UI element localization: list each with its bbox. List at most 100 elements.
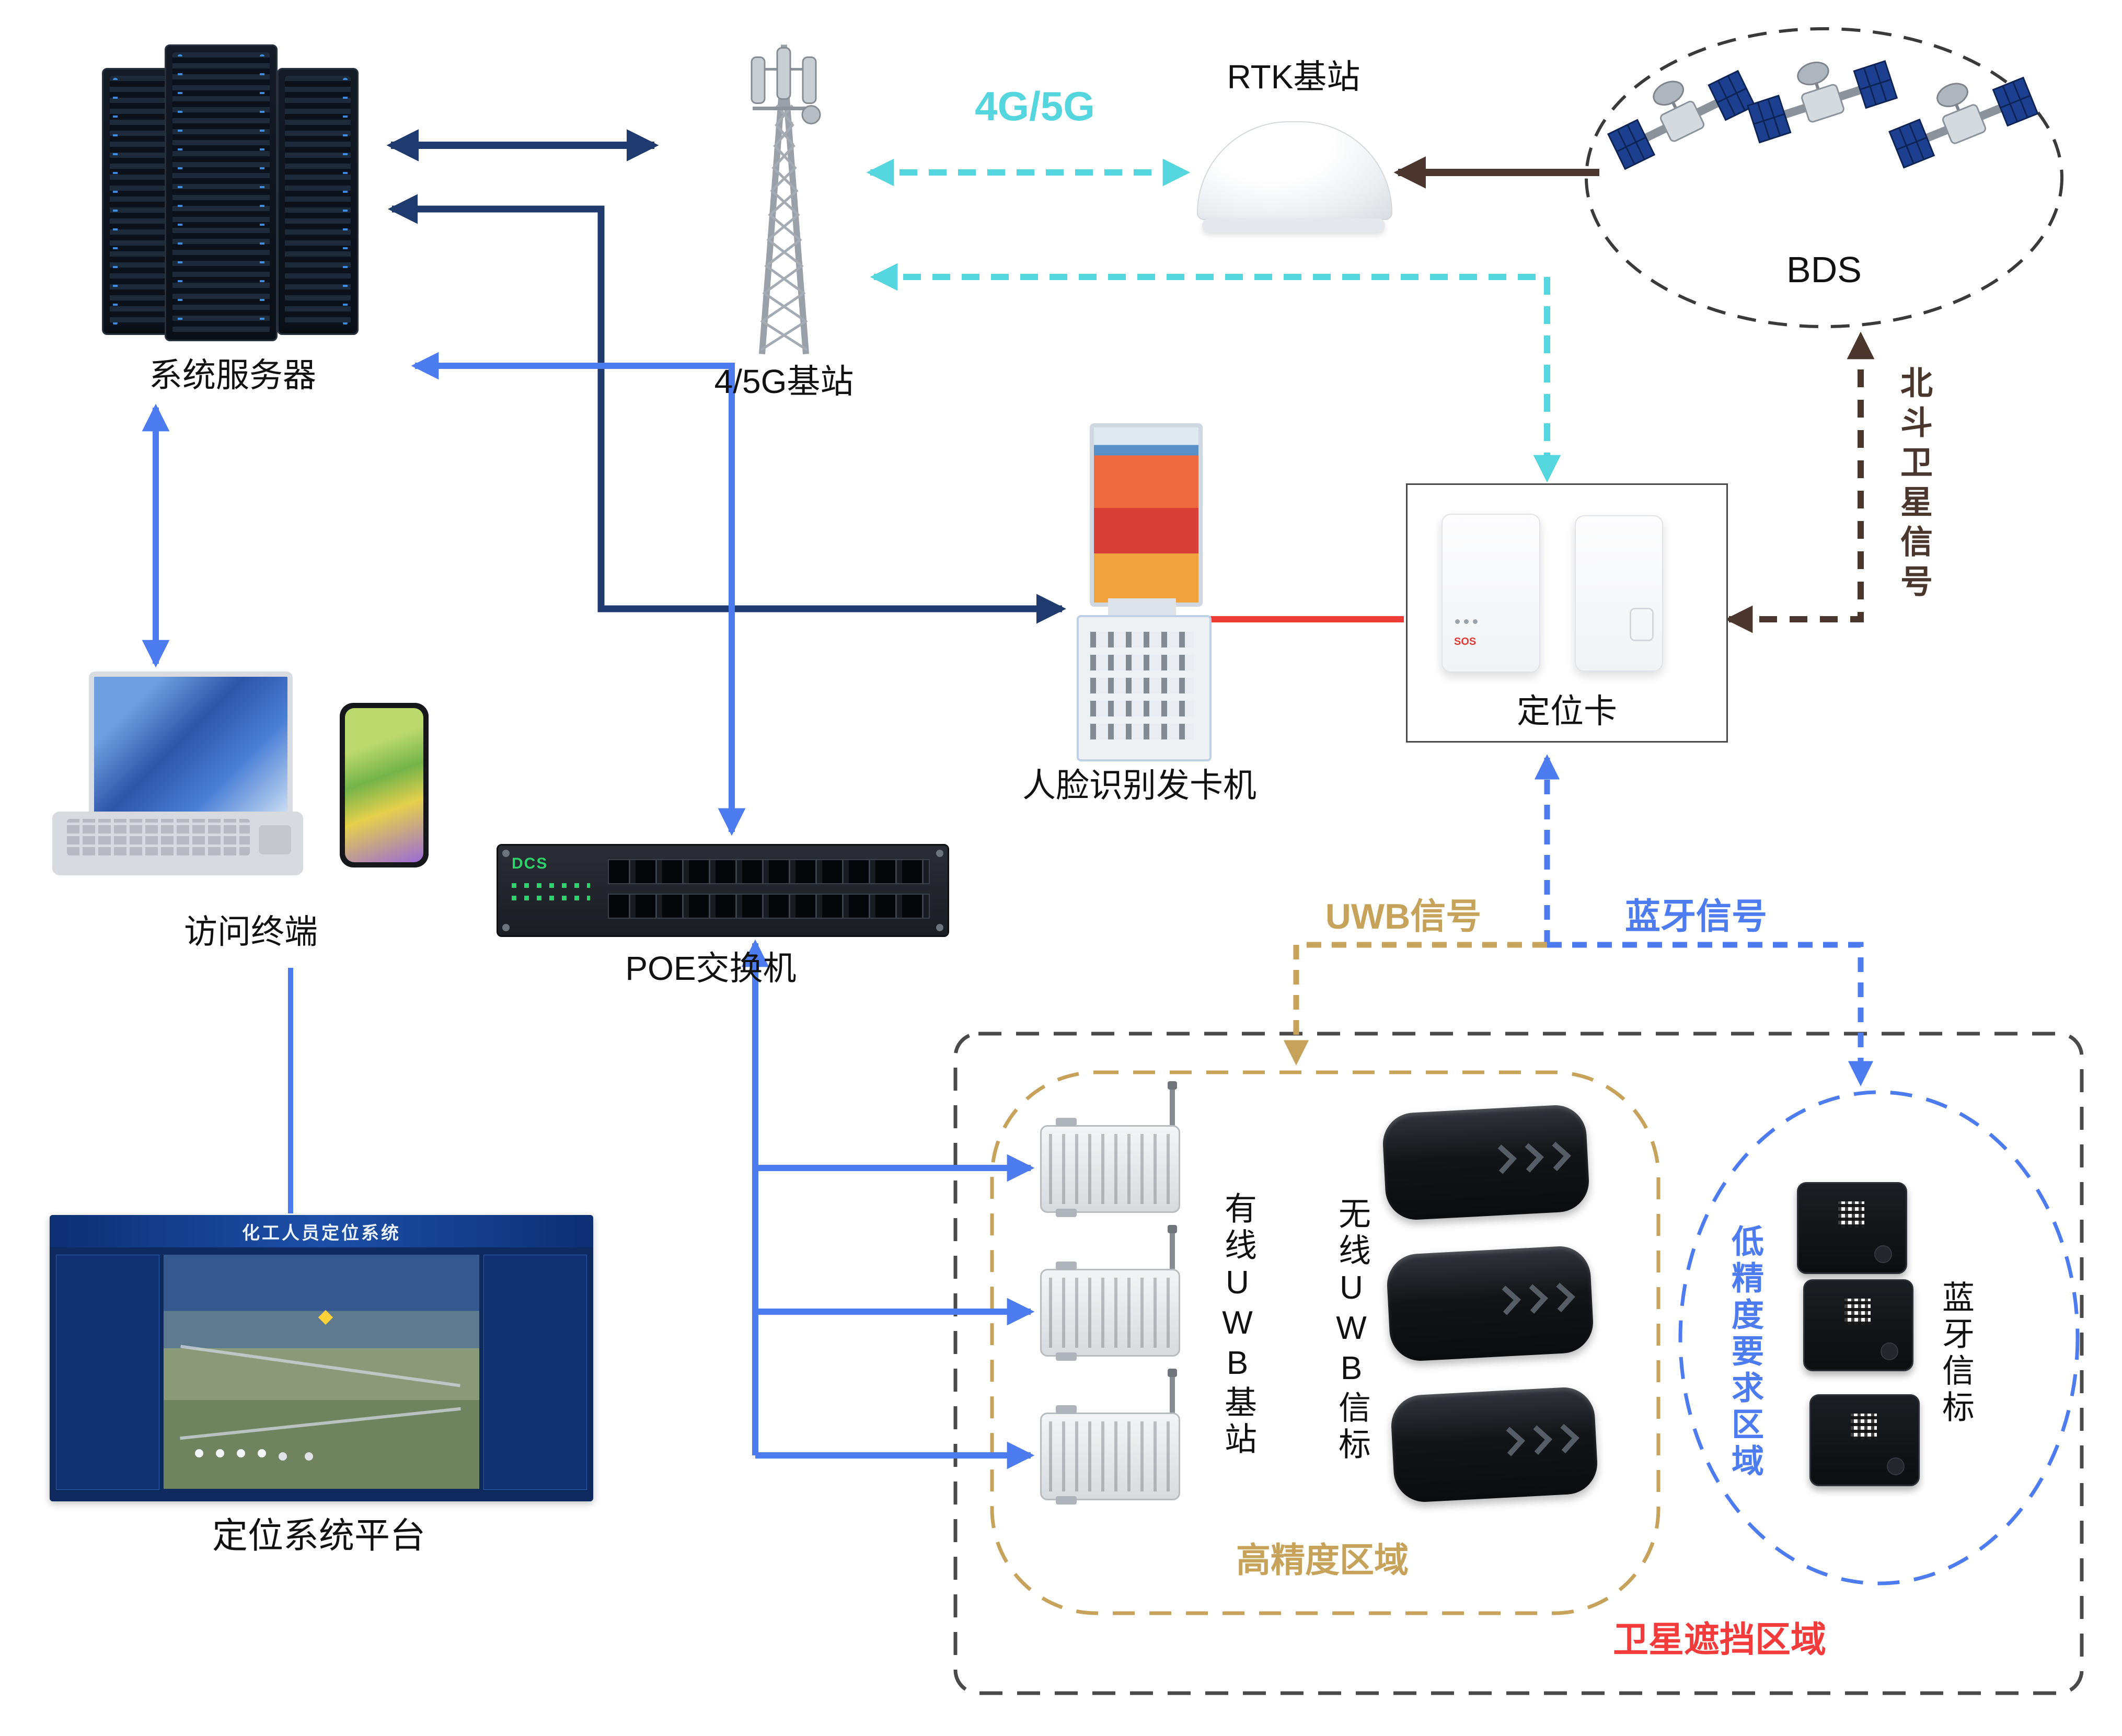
laptop-trackpad (259, 825, 291, 854)
server-rack-illustration (102, 44, 363, 350)
platform-screen-title: 化工人员定位系统 (50, 1215, 593, 1247)
wired-uwb-label: 有线UWB基站 (1219, 1191, 1255, 1459)
poe-switch-illustration: DCS (497, 844, 949, 937)
beidou-signal-label: 北斗卫星信号 (1895, 365, 1931, 604)
laptop-keyrows (67, 819, 250, 855)
link-uwb-branch (1283, 942, 1547, 1066)
chevron-right-icon (1491, 1286, 1521, 1315)
chevron-right-icon (1541, 1141, 1571, 1172)
card-button-outline (1630, 608, 1654, 641)
wired-uwb-station (1040, 1081, 1197, 1217)
bluetooth-beacon (1797, 1182, 1907, 1274)
server-rack-right (277, 68, 359, 335)
link-bluetooth-branch (1547, 942, 1874, 1086)
switch-leds (512, 896, 590, 900)
laptop-illustration (52, 672, 303, 881)
server-label: 系统服务器 (149, 356, 316, 394)
uwb-ridges (1049, 1134, 1171, 1204)
wireless-uwb-beacon (1389, 1385, 1599, 1504)
wireless-uwb-label: 无线UWB信标 (1333, 1196, 1369, 1464)
laptop-keyboard (67, 819, 250, 855)
uwb-antenna-tip (1168, 1225, 1177, 1233)
server-rack-center (165, 44, 278, 341)
cell-tower-illustration (751, 44, 821, 354)
kiosk-screen (1090, 423, 1203, 607)
bluetooth-signal-label: 蓝牙信号 (1624, 897, 1767, 936)
screw (502, 850, 510, 857)
platform-label: 定位系统平台 (212, 1516, 425, 1556)
rack-stripes (285, 76, 351, 327)
chevron-right-icon (1550, 1423, 1579, 1454)
platform-road (180, 1345, 460, 1387)
kiosk-neck (1108, 598, 1176, 615)
uwb-antenna-tip (1168, 1369, 1177, 1377)
screw (502, 924, 510, 931)
uwb-bracket (1056, 1262, 1077, 1270)
beacon-qr-sticker (1851, 1414, 1877, 1440)
card-speaker-dots (1455, 619, 1478, 624)
kiosk-vents (1090, 630, 1194, 739)
uwb-bracket (1056, 1118, 1077, 1126)
bluetooth-beacon (1809, 1394, 1920, 1486)
base-station-label: 4/5G基站 (714, 363, 854, 400)
link-card-bds (1725, 331, 1875, 633)
dot (1464, 619, 1469, 624)
beacon-chevrons (1495, 1423, 1579, 1456)
bluetooth-beacon (1803, 1279, 1913, 1371)
screw (936, 850, 943, 857)
beacon-chevrons (1491, 1282, 1575, 1315)
beacon-qr-sticker (1838, 1201, 1864, 1228)
rtk-label: RTK基站 (1227, 58, 1360, 96)
kiosk-body (1077, 615, 1212, 761)
platform-left-panel (56, 1255, 159, 1490)
chevron-right-icon (1495, 1427, 1525, 1456)
low-precision-label: 低精度要求区域 (1726, 1224, 1762, 1480)
kiosk-label: 人脸识别发卡机 (1022, 767, 1256, 804)
chevron-right-icon (1487, 1144, 1517, 1174)
platform-marker-pin (318, 1310, 333, 1325)
uwb-bracket (1056, 1496, 1077, 1504)
phone-screen (345, 708, 423, 862)
satellite-icon (1877, 49, 2048, 191)
bds-label: BDS (1786, 249, 1862, 290)
occlusion-region-label: 卫星遮挡区域 (1612, 1620, 1826, 1660)
laptop-base (52, 812, 303, 875)
high-precision-label: 高精度区域 (1236, 1541, 1409, 1579)
satellite-icon (1737, 32, 1906, 167)
rtk-dome-base (1202, 218, 1385, 232)
platform-tanks (195, 1449, 203, 1457)
phone-illustration (340, 703, 429, 867)
beacon-qr-sticker (1844, 1299, 1871, 1325)
rack-lights (260, 54, 264, 331)
rack-lights (343, 78, 348, 325)
beacon-button (1881, 1342, 1898, 1360)
uwb-station-body (1040, 1125, 1180, 1213)
beacon-chevrons (1487, 1141, 1571, 1174)
rack-stripes (172, 52, 270, 333)
locating-card-box: SOS 定位卡 (1406, 483, 1728, 743)
chevron-right-icon (1546, 1282, 1575, 1313)
chevron-right-icon (1518, 1284, 1548, 1314)
wireless-uwb-beacon (1385, 1244, 1595, 1363)
beacon-button (1874, 1245, 1892, 1263)
uwb-bracket (1056, 1405, 1077, 1414)
uwb-station-body (1040, 1413, 1180, 1500)
laptop-screen (89, 672, 293, 822)
locating-card-label: 定位卡 (1517, 692, 1617, 730)
platform-road (180, 1407, 461, 1440)
bt-beacon-label: 蓝牙信标 (1937, 1280, 1973, 1427)
switch-leds (512, 883, 590, 888)
uwb-antenna-tip (1168, 1081, 1177, 1090)
screw (936, 924, 943, 931)
switch-ports-bottom (608, 894, 930, 919)
card-sos-text: SOS (1454, 636, 1477, 647)
dot (1455, 619, 1460, 624)
satellite-icon (1594, 43, 1767, 192)
link-server-switch (411, 352, 746, 836)
uwb-ridges (1049, 1278, 1171, 1348)
uwb-ridges (1049, 1421, 1171, 1491)
locating-card-back (1575, 515, 1663, 672)
rtk-dome-illustration (1197, 121, 1392, 220)
dot (1473, 619, 1478, 624)
wireless-uwb-beacon (1381, 1103, 1591, 1222)
